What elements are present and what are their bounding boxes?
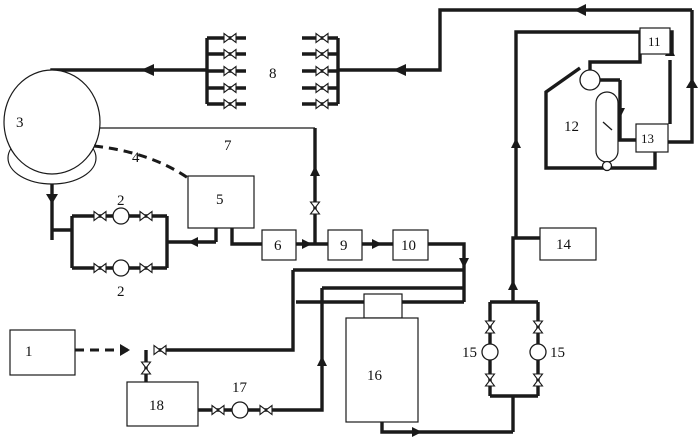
pump-17 — [211, 401, 273, 419]
valve-bank-8-left — [223, 32, 237, 110]
label-8: 8 — [269, 66, 277, 82]
unit-11 — [639, 27, 671, 55]
unit-16 — [345, 293, 419, 423]
pump-15-right — [529, 320, 547, 387]
line-4 — [93, 144, 189, 180]
unit-10 — [392, 229, 429, 261]
unit-13 — [635, 123, 669, 153]
label-3: 3 — [16, 115, 24, 131]
drum-3 — [3, 69, 101, 185]
label-10: 10 — [401, 238, 416, 254]
label-15a: 15 — [462, 345, 477, 361]
label-6: 6 — [274, 238, 282, 254]
label-17: 17 — [232, 380, 248, 396]
flow-arrows — [46, 4, 698, 437]
unit-1 — [9, 329, 76, 376]
label-14: 14 — [556, 237, 572, 253]
label-11: 11 — [648, 34, 661, 49]
unit-5 — [187, 175, 255, 229]
label-1: 1 — [25, 344, 33, 360]
label-5: 5 — [216, 192, 224, 208]
pump-2-upper — [93, 207, 153, 225]
label-7: 7 — [224, 138, 232, 154]
label-13: 13 — [641, 131, 654, 146]
valve-line-1 — [153, 344, 167, 356]
label-2b: 2 — [117, 284, 125, 300]
pump-2-lower — [93, 259, 153, 277]
label-2a: 2 — [117, 193, 125, 209]
label-15b: 15 — [550, 345, 565, 361]
valve-line-7 — [309, 201, 321, 215]
unit-9 — [327, 229, 363, 261]
label-18: 18 — [149, 398, 164, 414]
label-16: 16 — [367, 368, 383, 384]
label-12: 12 — [564, 119, 579, 135]
pump-15-left — [481, 320, 499, 387]
heater-group — [544, 27, 671, 172]
unit-6 — [261, 229, 297, 261]
labels: 1 2 2 3 4 5 6 7 8 9 10 11 12 13 14 15 15… — [16, 34, 661, 414]
unit-14 — [539, 227, 597, 261]
valve-line-18 — [140, 361, 152, 375]
label-9: 9 — [340, 238, 348, 254]
heater-12 — [595, 91, 619, 163]
label-4: 4 — [132, 150, 140, 166]
unit-18 — [126, 381, 199, 427]
valve-bank-8-right — [315, 32, 329, 110]
